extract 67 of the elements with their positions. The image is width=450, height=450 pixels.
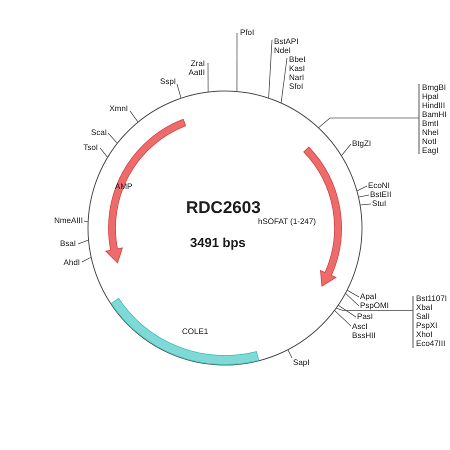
site-label: PspXI xyxy=(416,321,438,330)
site-label: SspI xyxy=(160,77,176,86)
site-label: EcoNI xyxy=(368,181,390,190)
site-label: HpaI xyxy=(422,92,439,101)
site-label: ApaI xyxy=(360,292,376,301)
leader-line xyxy=(358,194,370,198)
leader-line xyxy=(176,84,182,99)
site-label: XhoI xyxy=(416,330,432,339)
site-label: SfoI xyxy=(289,82,304,91)
leader-line xyxy=(346,290,360,298)
site-label: NmeAIII xyxy=(54,216,83,225)
leader-line xyxy=(318,118,420,128)
site-label: PfoI xyxy=(240,28,254,37)
site-label: Eco47III xyxy=(416,339,446,348)
site-label: BmtI xyxy=(422,119,438,128)
site-label: KasI xyxy=(289,64,306,73)
leader-line xyxy=(78,240,89,244)
site-label: NdeI xyxy=(274,46,291,55)
site-label: PspOMI xyxy=(360,301,389,310)
leader-line xyxy=(208,62,209,92)
site-label: NarI xyxy=(289,73,304,82)
leader-line xyxy=(268,40,272,99)
leader-line xyxy=(82,256,92,262)
site-label: SalI xyxy=(416,312,430,321)
site-label: BmgBI xyxy=(422,83,446,92)
leader-line xyxy=(334,310,352,326)
leader-line xyxy=(100,148,108,158)
site-label: AatII xyxy=(188,68,205,77)
site-label: BstEII xyxy=(370,190,392,199)
leader-line xyxy=(280,58,288,104)
leader-line xyxy=(336,308,414,311)
feature-label: hSOFAT (1-247) xyxy=(258,218,316,226)
leader-line xyxy=(341,144,352,156)
site-label: TsoI xyxy=(83,143,98,152)
site-label: BssHII xyxy=(352,331,376,340)
site-label: XmnI xyxy=(109,104,128,113)
leader-line xyxy=(236,32,238,92)
site-label: XbaI xyxy=(416,303,432,312)
site-label: AhdI xyxy=(64,258,80,267)
site-label: EagI xyxy=(422,146,438,155)
site-label: NotI xyxy=(422,137,437,146)
site-label: HindIII xyxy=(422,101,446,110)
leader-line xyxy=(345,292,360,306)
site-label: ScaI xyxy=(90,128,107,137)
site-label: AscI xyxy=(352,322,368,331)
plasmid-name: RDC2603 xyxy=(186,199,261,216)
feature-label: COLE1 xyxy=(182,328,208,336)
site-label: BbeI xyxy=(289,55,306,64)
size-label: 3491 bps xyxy=(190,236,246,249)
feature-label: AMP xyxy=(115,183,132,191)
leader-line xyxy=(108,132,118,144)
leader-line xyxy=(338,304,356,318)
site-label: BstAPI xyxy=(274,37,298,46)
site-label: SapI xyxy=(293,358,310,367)
leader-line xyxy=(356,186,368,192)
site-label: StuI xyxy=(372,199,386,208)
site-label: Bst1107I xyxy=(416,294,447,303)
leader-line xyxy=(84,220,89,222)
leader-line xyxy=(287,349,292,358)
leader-line xyxy=(130,110,138,122)
site-label: NheI xyxy=(422,128,439,137)
site-label: BsaI xyxy=(60,239,76,248)
leader-line xyxy=(360,204,372,206)
site-label: BamHI xyxy=(422,110,446,119)
site-label: ZraI xyxy=(190,59,205,68)
site-label: PasI xyxy=(357,312,374,321)
site-label: BtgZI xyxy=(352,139,372,148)
